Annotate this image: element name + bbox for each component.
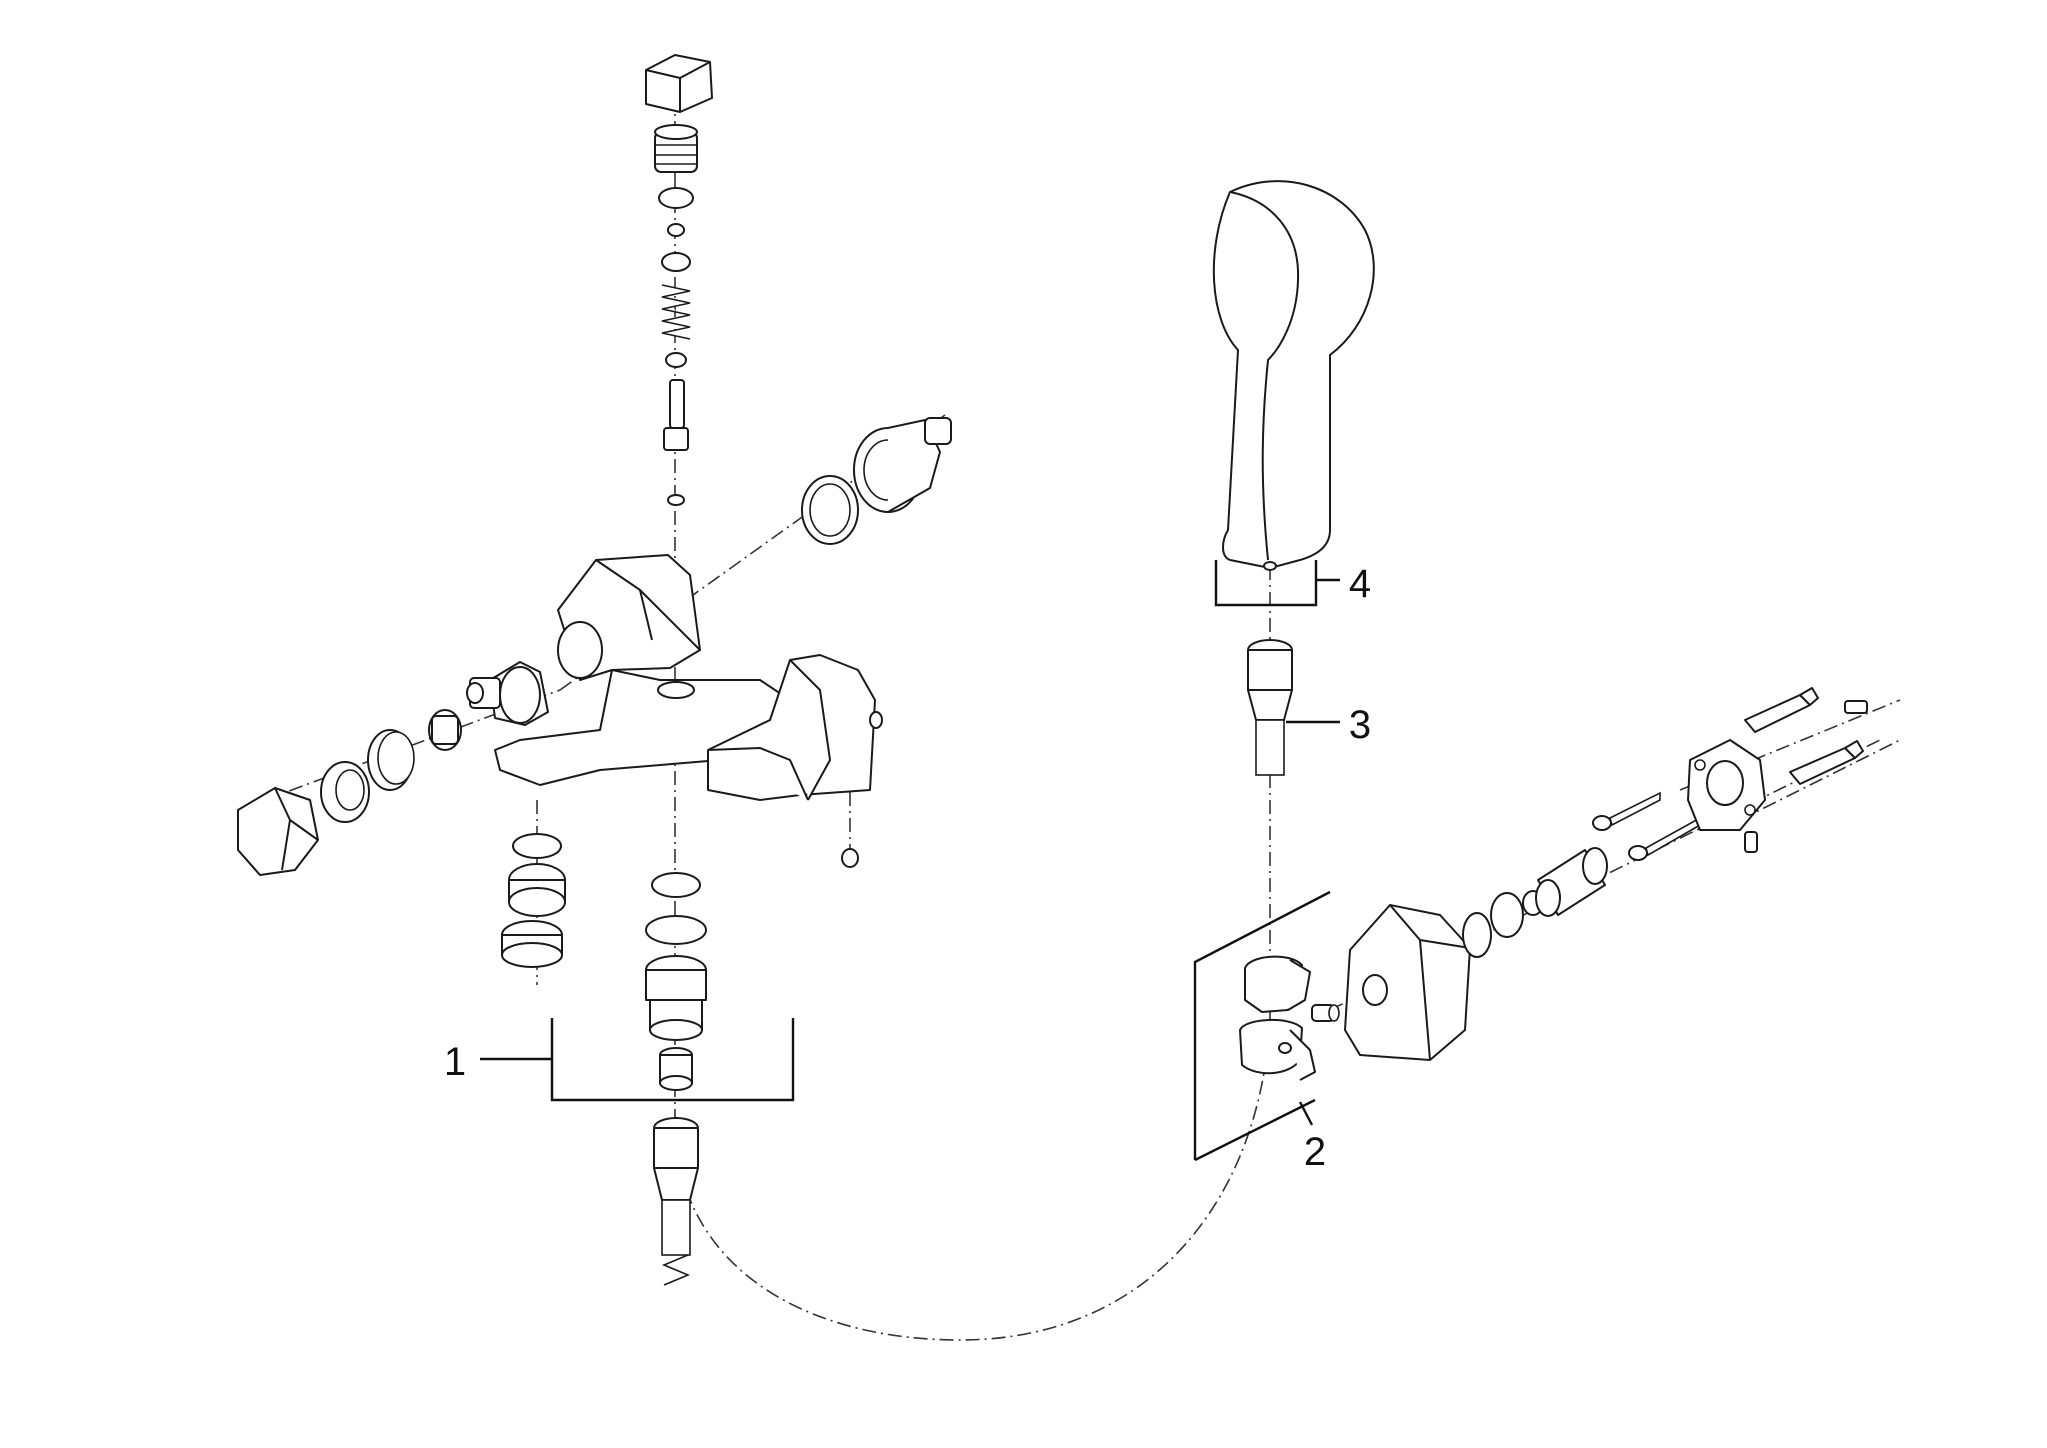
small-set-screw: [1844, 700, 1868, 714]
grub-screw: [841, 848, 859, 868]
grub-screw: [1744, 831, 1758, 853]
mixer-body: [494, 554, 883, 801]
callout-1-label: 1: [444, 1040, 466, 1084]
spindle: [663, 379, 689, 451]
set-screw: [1311, 1004, 1340, 1022]
wall-plug: [1789, 740, 1864, 785]
top-handle: [645, 54, 713, 113]
callout-2-wall-plane: [1193, 890, 1331, 1162]
shower-holder-cup: [1239, 1018, 1316, 1081]
callout-2-label: 2: [1304, 1130, 1326, 1174]
wall-plug: [1744, 687, 1819, 733]
shower-holder-clip: [1244, 955, 1311, 1013]
o-ring: [651, 872, 701, 898]
outlet-union: [645, 955, 707, 1041]
mounting-screw: [1628, 816, 1701, 861]
aerator-insert: [508, 863, 566, 917]
callout-4-label: 4: [1349, 562, 1371, 606]
top-cartridge: [654, 124, 698, 173]
adapter-ring: [320, 761, 370, 823]
callout-1-bracket: [480, 1018, 795, 1102]
hand-shower: [1212, 180, 1375, 571]
outlet-nipple: [659, 1047, 693, 1091]
small-washer: [665, 352, 687, 368]
hose-nut-left: [653, 1117, 699, 1286]
spring: [661, 284, 691, 340]
diverter-cartridge: [853, 417, 952, 513]
aerator-gasket: [512, 833, 562, 859]
o-ring: [658, 187, 694, 209]
small-washer: [667, 223, 685, 237]
callout-3-label: 3: [1349, 703, 1371, 747]
gasket: [1490, 892, 1524, 938]
mounting-flange: [1687, 739, 1766, 831]
callout-2-leader: [1298, 1101, 1314, 1126]
cartridge-head: [428, 709, 462, 751]
o-ring: [645, 915, 707, 945]
mounting-screw: [1592, 791, 1661, 831]
left-valve: [466, 661, 549, 726]
small-o-ring: [667, 494, 685, 506]
left-handle: [237, 787, 319, 876]
wall-nipple: [1535, 847, 1608, 917]
cap-sleeve: [367, 729, 415, 791]
hose-nut-right: [1247, 639, 1293, 776]
wall-elbow-block: [1344, 904, 1471, 1061]
callout-4-bracket: [1214, 560, 1340, 607]
gasket: [1462, 912, 1492, 958]
aerator-housing: [501, 920, 563, 968]
o-ring: [661, 252, 691, 272]
